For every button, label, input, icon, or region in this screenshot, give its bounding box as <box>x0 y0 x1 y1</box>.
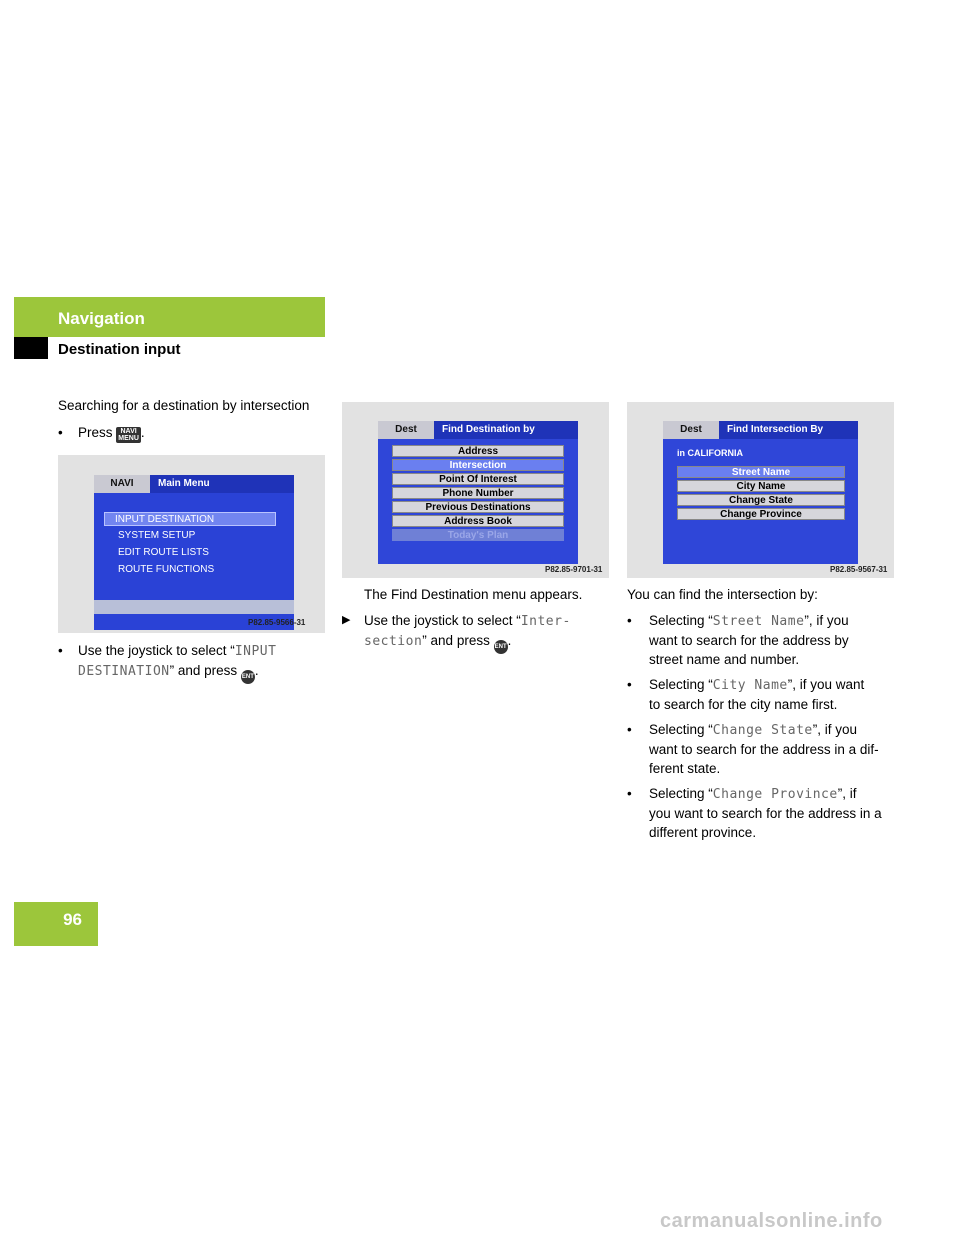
page-number-box: 96 <box>14 902 98 946</box>
main-menu-screenshot: NAVI Main Menu INPUT DESTINATION SYSTEM … <box>58 455 325 633</box>
bullet-city-name: • Selecting “City Name”, if you want to … <box>627 677 865 712</box>
menu-edit-route-lists: EDIT ROUTE LISTS <box>118 547 209 558</box>
option-change-state: Change State <box>677 494 845 506</box>
option-previous-destinations: Previous Destinations <box>392 501 564 513</box>
find-destination-screen: Dest Find Destination by Address Interse… <box>378 421 578 564</box>
option-point-of-interest: Point Of Interest <box>392 473 564 485</box>
ent-button-icon: ENT <box>240 670 255 684</box>
step-select-intersection: ▶ Use the joystick to select “Inter- sec… <box>342 611 604 654</box>
find-destination-screenshot: Dest Find Destination by Address Interse… <box>342 402 609 578</box>
option-intersection: Intersection <box>392 459 564 471</box>
state-line: in CALIFORNIA <box>677 448 743 458</box>
bullet-change-province: • Selecting “Change Province”, if you wa… <box>627 786 882 840</box>
ent-button-icon: ENT <box>493 640 508 654</box>
section-title: Navigation <box>58 309 145 328</box>
column1-heading: Searching for a destination by intersect… <box>58 398 310 413</box>
find-intersection-title: Find Intersection By <box>727 424 824 435</box>
watermark: carmanualsonline.info <box>660 1210 883 1232</box>
step-select-input-destination: • Use the joystick to select “INPUT DEST… <box>58 641 320 684</box>
navi-tab: NAVI <box>94 475 150 493</box>
option-street-name: Street Name <box>677 466 845 478</box>
dest-tab: Dest <box>663 421 719 439</box>
page-number: 96 <box>63 910 82 929</box>
option-change-province: Change Province <box>677 508 845 520</box>
figure-code: P82.85-9567-31 <box>830 565 888 574</box>
option-address-book: Address Book <box>392 515 564 527</box>
find-intersection-screen: Dest Find Intersection By in CALIFORNIA … <box>663 421 858 564</box>
menu-system-setup: SYSTEM SETUP <box>118 530 196 541</box>
bullet-street-name: • Selecting “Street Name”, if you want t… <box>627 613 849 667</box>
option-city-name: City Name <box>677 480 845 492</box>
subsection-title: Destination input <box>58 341 181 358</box>
option-address: Address <box>392 445 564 457</box>
section-header: Navigation <box>14 297 325 337</box>
intersection-intro: You can find the intersection by: <box>627 587 818 602</box>
find-destination-caption: The Find Destination menu appears. <box>364 587 583 602</box>
find-intersection-screenshot: Dest Find Intersection By in CALIFORNIA … <box>627 402 894 578</box>
option-todays-plan: Today's Plan <box>392 529 564 541</box>
figure-code: P82.85-9566-31 <box>248 618 306 627</box>
option-phone-number: Phone Number <box>392 487 564 499</box>
menu-route-functions: ROUTE FUNCTIONS <box>118 564 215 575</box>
figure-code: P82.85-9701-31 <box>545 565 603 574</box>
find-destination-title: Find Destination by <box>442 424 535 435</box>
dest-tab: Dest <box>378 421 434 439</box>
menu-input-destination: INPUT DESTINATION <box>104 512 276 526</box>
bullet-change-state: • Selecting “Change State”, if you want … <box>627 722 879 776</box>
subsection-marker <box>14 337 48 359</box>
main-menu-title: Main Menu <box>158 478 210 489</box>
